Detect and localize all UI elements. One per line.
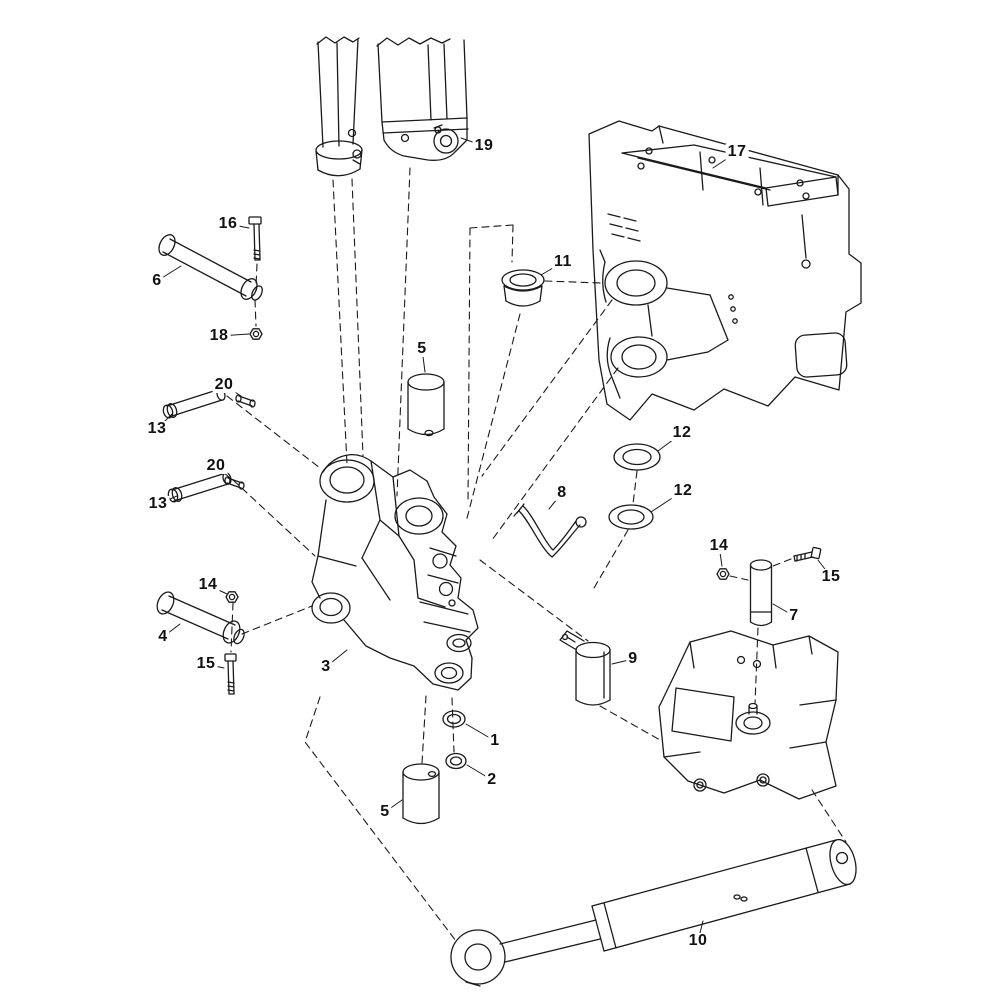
- part-5-bushing-upper: [408, 374, 444, 436]
- part-12-washers: [609, 444, 660, 529]
- leader-line-6-1: [157, 266, 181, 281]
- leader-line-20-7: [224, 385, 241, 396]
- part-9-pivot-pin: [560, 631, 610, 705]
- part-18-nut: [250, 329, 262, 339]
- lower-right-frame: [659, 631, 838, 799]
- part-1-ring: [443, 711, 465, 727]
- leader-line-11-5: [541, 262, 563, 275]
- part-11-bushing: [502, 270, 544, 306]
- part-6-pivot-rod: [156, 232, 265, 302]
- part-15-bolt-right: [794, 547, 821, 561]
- leader-line-15-19: [818, 560, 831, 577]
- part-20-pins: [225, 395, 255, 489]
- leader-line-14-18: [719, 546, 722, 566]
- part-14-nut-left: [226, 592, 238, 602]
- leader-line-7-20: [773, 604, 794, 616]
- part-10-hydraulic-cylinder: [451, 837, 861, 986]
- leader-line-3-17: [326, 650, 347, 667]
- part-3-swing-bracket: [312, 455, 478, 690]
- leader-line-9-21: [612, 659, 633, 664]
- leader-line-17-4: [713, 152, 737, 168]
- leader-line-12-12: [651, 491, 683, 512]
- leader-line-18-2: [219, 334, 249, 336]
- part-15-bolt-left: [225, 654, 236, 694]
- leader-line-10-25: [698, 921, 703, 941]
- leader-line-14-14: [208, 585, 227, 594]
- part-8-clip: [514, 504, 586, 557]
- leader-line-4-15: [163, 624, 180, 637]
- part-7-pin: [751, 560, 772, 626]
- part-17-upper-frame: [589, 121, 861, 420]
- leader-line-2-23: [467, 765, 492, 780]
- part-13-pins: [162, 388, 233, 503]
- leader-line-5-6: [422, 349, 425, 372]
- alignment-dashed-lines: [227, 168, 846, 941]
- leader-line-1-22: [466, 724, 495, 741]
- leader-line-5-24: [385, 800, 402, 812]
- part-19-mast-swivel: [316, 37, 468, 176]
- leader-line-13-8: [157, 414, 172, 429]
- leader-line-16-0: [228, 224, 249, 228]
- part-5-bushing-lower: [403, 764, 439, 824]
- leader-line-12-11: [658, 433, 682, 451]
- leader-line-15-16: [206, 664, 224, 668]
- leader-line-13-10: [158, 496, 177, 504]
- part-2-ring: [446, 754, 466, 769]
- part-14-nut-right: [717, 569, 729, 579]
- part-16-bolt: [249, 217, 261, 260]
- part-4-pin: [154, 589, 246, 645]
- leader-line-8-13: [549, 493, 562, 509]
